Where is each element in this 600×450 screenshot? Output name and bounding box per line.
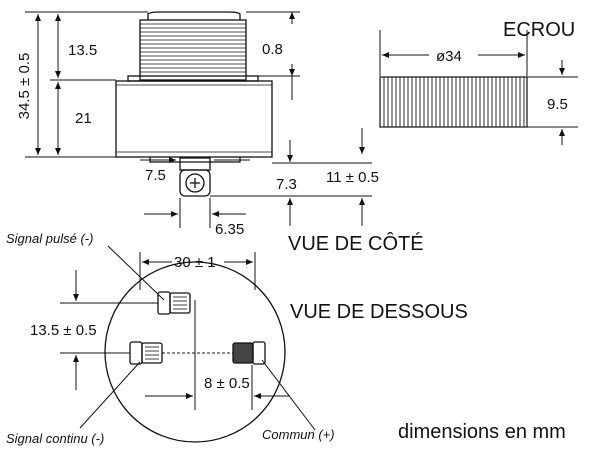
nut-diameter-label: ø34 (436, 48, 462, 65)
terminal-common (232, 341, 266, 365)
bottom-outline-circle (104, 261, 286, 443)
terminal-width-label: 7.3 (276, 176, 297, 193)
bottom-view-title: VUE DE DESSOUS (290, 301, 468, 323)
bottom-vertical-label: 13.5 ± 0.5 (30, 322, 97, 339)
thread-lines (140, 23, 246, 77)
signal-continuous-label: Signal continu (-) (6, 431, 104, 446)
bottom-view-drawing (104, 261, 286, 443)
terminal-block (179, 157, 211, 171)
bottom-view-dimensions (60, 245, 316, 431)
thread-step-label: 0.8 (262, 41, 283, 58)
buzzer-body (115, 80, 273, 158)
nut-dimensions (379, 30, 578, 145)
terminal-pulsed (157, 291, 191, 315)
buzzer-top-cap (147, 11, 241, 20)
side-view-title: VUE DE CÔTÉ (288, 232, 424, 255)
signal-pulsed-label: Signal pulsé (-) (6, 231, 93, 246)
nut-title: ECROU (503, 19, 575, 41)
nut-knurling (383, 77, 525, 127)
units-note: dimensions en mm (398, 421, 566, 443)
terminal-length-label: 11 ± 0.5 (326, 169, 379, 186)
bottom-horizontal-label: 8 ± 0.5 (204, 375, 250, 392)
total-height-label: 34.5 ± 0.5 (16, 53, 33, 120)
terminal-screw-head (185, 173, 205, 193)
terminal-screw-body (179, 169, 211, 197)
common-label: Commun (+) (262, 427, 335, 442)
terminal-offset-label: 7.5 (145, 167, 166, 184)
nut-body (379, 76, 528, 128)
side-view-dimensions (25, 11, 372, 228)
terminal-continuous (129, 341, 163, 365)
nut-drawing (379, 76, 528, 128)
nut-height-label: 9.5 (547, 96, 568, 113)
side-view-drawing (115, 11, 273, 197)
body-height-label: 21 (75, 110, 92, 127)
bottom-diameter-label: 30 ± 1 (174, 254, 216, 271)
terminal-spacing-label: 6.35 (215, 221, 244, 238)
thread-height-label: 13.5 (68, 42, 97, 59)
buzzer-thread (139, 19, 247, 81)
